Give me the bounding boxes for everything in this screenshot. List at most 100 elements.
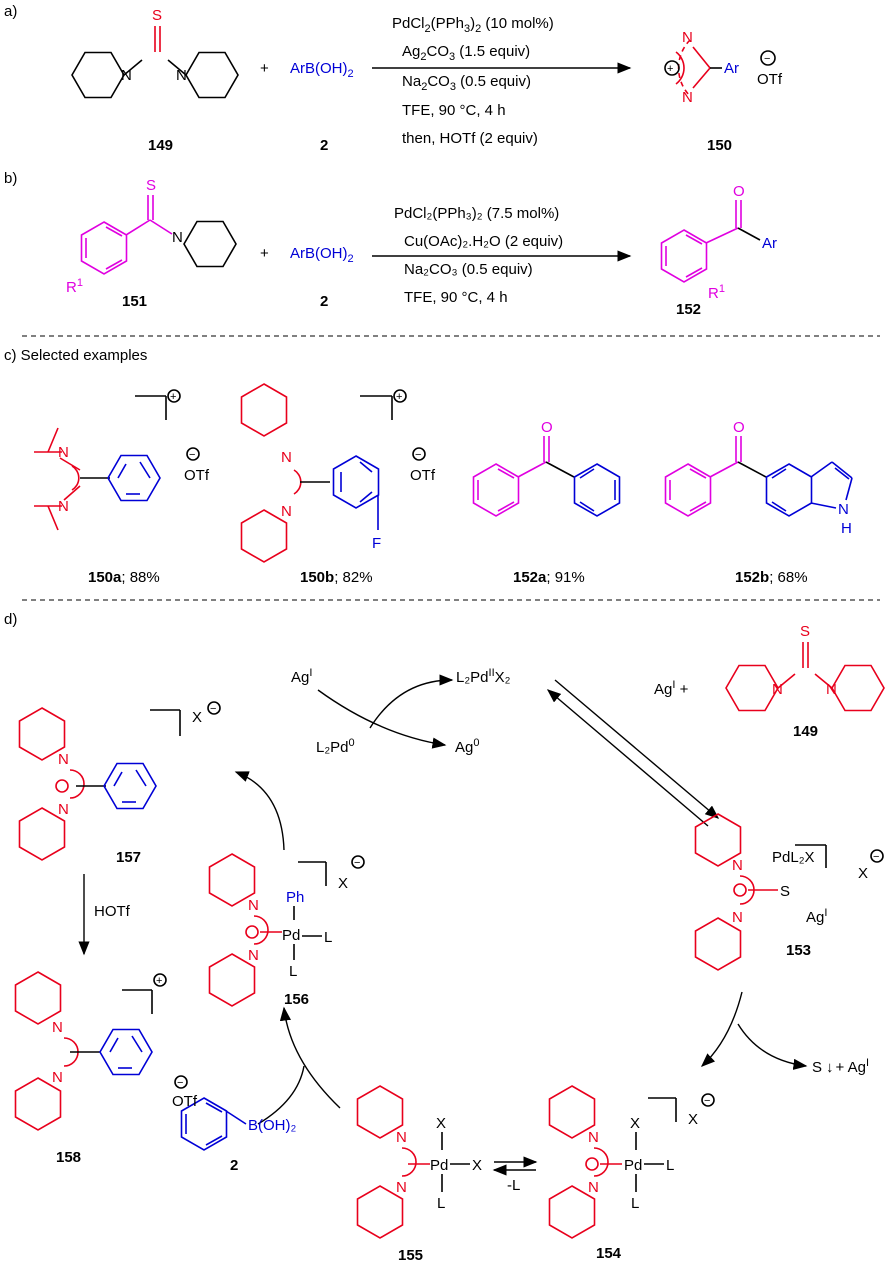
example-150b: N N F + − OTf: [240, 383, 436, 563]
svg-text:N: N: [248, 947, 259, 964]
plus-b: +: [260, 245, 269, 262]
svg-text:X: X: [472, 1157, 482, 1174]
svg-text:L: L: [666, 1157, 674, 1174]
compound-153: N N S PdL₂X AgI − X: [694, 813, 884, 971]
n-left: N: [121, 67, 132, 84]
svg-text:O: O: [733, 419, 745, 436]
arboh2-a: ArB(OH)2: [290, 60, 354, 80]
svg-text:B(OH)₂: B(OH)₂: [248, 1117, 296, 1134]
svg-text:PdCl2(PPh3)2 (10 mol%): PdCl2(PPh3)2 (10 mol%): [392, 15, 554, 35]
label-152a: 152a; 91%: [513, 569, 585, 586]
conditions-b: PdCl₂(PPh₃)₂ (7.5 mol%) Cu(OAc)₂.H₂O (2 …: [394, 205, 563, 306]
svg-text:N: N: [396, 1129, 407, 1146]
svg-text:N: N: [52, 1069, 63, 1086]
agi-left: AgI: [291, 667, 312, 686]
s-agi-byproduct: S↓+ AgI: [812, 1057, 869, 1076]
svg-text:N: N: [682, 29, 693, 46]
compound-149: S N N: [71, 7, 239, 99]
svg-text:L: L: [437, 1195, 445, 1212]
svg-text:+: +: [667, 63, 673, 75]
svg-text:PdL₂X: PdL₂X: [772, 849, 815, 866]
svg-text:AgI: AgI: [806, 907, 827, 926]
svg-text:N: N: [772, 681, 783, 698]
svg-text:N: N: [248, 897, 259, 914]
label-152b: 152b; 68%: [735, 569, 808, 586]
svg-text:PdCl₂(PPh₃)₂ (7.5 mol%): PdCl₂(PPh₃)₂ (7.5 mol%): [394, 205, 559, 222]
arrow-s-release: [737, 1023, 808, 1070]
compound-150: N N + Ar − OTf: [664, 29, 783, 106]
label-2-a: 2: [320, 137, 328, 154]
label-150a: 150a; 88%: [88, 569, 160, 586]
svg-text:Na2CO3 (0.5 equiv): Na2CO3 (0.5 equiv): [402, 73, 531, 93]
svg-text:X: X: [338, 875, 348, 892]
svg-text:−: −: [764, 53, 770, 65]
label-153: 153: [786, 942, 811, 959]
minus-l: -L: [507, 1177, 520, 1194]
cycle-compound-149: S N N: [725, 623, 885, 712]
svg-text:TFE, 90 °C, 4 h: TFE, 90 °C, 4 h: [402, 102, 506, 119]
svg-text:Ar: Ar: [762, 235, 777, 252]
svg-text:X: X: [688, 1111, 698, 1128]
compound-152: O Ar R1: [660, 183, 777, 302]
svg-text:N: N: [588, 1179, 599, 1196]
svg-text:L: L: [289, 963, 297, 980]
panel-a-label: a): [4, 3, 17, 20]
svg-text:OTf: OTf: [184, 467, 210, 484]
hotf-reagent: HOTf: [94, 903, 131, 920]
label-156: 156: [284, 991, 309, 1008]
svg-text:S: S: [800, 623, 810, 640]
svg-text:then, HOTf (2 equiv): then, HOTf (2 equiv): [402, 130, 538, 147]
label-151: 151: [122, 293, 147, 310]
svg-text:Pd: Pd: [430, 1157, 448, 1174]
thione-s: S: [152, 7, 162, 24]
svg-text:−: −: [873, 851, 879, 863]
n-right: N: [176, 67, 187, 84]
cycle-compound-2: B(OH)₂: [180, 1097, 296, 1151]
label-157: 157: [116, 849, 141, 866]
panel-c-label: c) Selected examples: [4, 347, 147, 364]
compound-156: N N Pd L Ph L − X: [208, 853, 365, 1007]
compound-158: N N + − OTf: [14, 971, 198, 1131]
panel-d-label: d): [4, 611, 17, 628]
svg-text:O: O: [733, 183, 745, 200]
label-2-b: 2: [320, 293, 328, 310]
svg-text:X: X: [436, 1115, 446, 1132]
svg-text:N: N: [732, 909, 743, 926]
svg-text:Ar: Ar: [724, 60, 739, 77]
svg-text:−: −: [210, 703, 216, 715]
conditions-a: PdCl2(PPh3)2 (10 mol%) Ag2CO3 (1.5 equiv…: [392, 15, 554, 147]
svg-text:N: N: [58, 801, 69, 818]
arrow-156-157: [234, 771, 285, 851]
svg-text:N: N: [52, 1019, 63, 1036]
arrow-boronic-in: [257, 1065, 305, 1125]
arrow-pd0-oxidation: [369, 674, 454, 729]
svg-text:Ag2CO3 (1.5 equiv): Ag2CO3 (1.5 equiv): [402, 43, 530, 63]
svg-text:−: −: [189, 449, 195, 461]
svg-text:Pd: Pd: [624, 1157, 642, 1174]
arboh2-b: ArB(OH)2: [290, 245, 354, 265]
label-154: 154: [596, 1245, 622, 1262]
plus-a: +: [260, 60, 269, 77]
svg-text:+: +: [396, 391, 402, 403]
svg-text:N: N: [826, 681, 837, 698]
svg-text:X: X: [630, 1115, 640, 1132]
arrow-153-154: [700, 991, 743, 1067]
compound-151: S N R1: [66, 177, 237, 296]
svg-text:OTf: OTf: [410, 467, 436, 484]
label-155: 155: [398, 1247, 423, 1264]
svg-text:−: −: [415, 449, 421, 461]
svg-text:−: −: [704, 1095, 710, 1107]
cycle-label-149: 149: [793, 723, 818, 740]
svg-text:N: N: [58, 751, 69, 768]
r1-152: R1: [708, 283, 725, 302]
panel-b-label: b): [4, 170, 17, 187]
label-158: 158: [56, 1149, 81, 1166]
svg-text:Na₂CO₃ (0.5 equiv): Na₂CO₃ (0.5 equiv): [404, 261, 533, 278]
agi-right: AgI +: [654, 679, 689, 698]
label-150b: 150b; 82%: [300, 569, 373, 586]
svg-text:Ph: Ph: [286, 889, 304, 906]
arrow-from-153: [546, 689, 709, 827]
compound-155: N N Pd X X L: [356, 1085, 482, 1239]
pd0-species: L₂Pd0: [316, 737, 355, 756]
